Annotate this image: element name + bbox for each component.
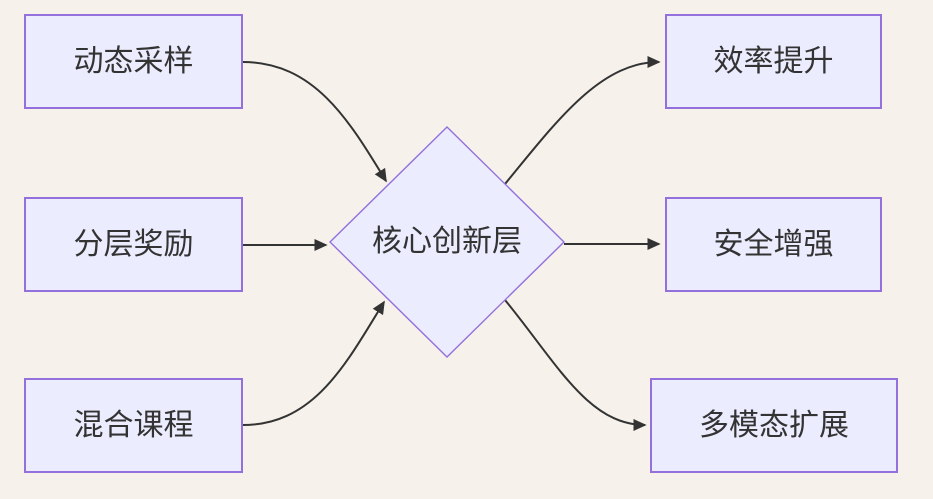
edge-core-to-efficiency	[504, 55, 661, 185]
edge-core-to-multimodal	[504, 299, 647, 432]
edge-mixed-curriculum-to-core	[242, 300, 385, 426]
node-label: 效率提升	[713, 44, 834, 78]
node-label: 分层奖励	[73, 227, 194, 261]
node-label: 混合课程	[73, 408, 194, 442]
node-layered-reward: 分层奖励	[24, 197, 243, 292]
node-core-innovation-layer: 核心创新层	[347, 224, 547, 260]
node-label: 动态采样	[73, 44, 194, 78]
edge-dynamic-sampling-to-core	[242, 61, 387, 183]
core-diamond-shape	[329, 126, 565, 358]
node-label: 安全增强	[713, 227, 834, 261]
node-dynamic-sampling: 动态采样	[24, 14, 243, 109]
node-label: 多模态扩展	[699, 408, 849, 442]
node-security-enhancement: 安全增强	[665, 197, 882, 292]
node-multimodal-expansion: 多模态扩展	[650, 378, 898, 473]
node-mixed-curriculum: 混合课程	[24, 378, 243, 473]
node-label: 核心创新层	[372, 225, 522, 258]
node-efficiency-boost: 效率提升	[665, 14, 882, 109]
